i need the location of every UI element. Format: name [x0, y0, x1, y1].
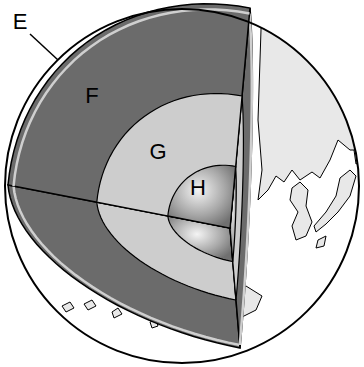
outer-core-layer: [97, 94, 242, 228]
korea-peninsula: [290, 182, 312, 240]
mantle-layer: [8, 4, 250, 228]
mantle-label: F: [85, 85, 98, 107]
crust-label: E: [13, 11, 28, 33]
globe-outline: [5, 9, 359, 363]
left-face: [8, 4, 250, 228]
asia-mainland: [258, 0, 364, 200]
inner-core-label: H: [190, 177, 206, 199]
inner-core-layer: [168, 165, 236, 228]
leader-line: [30, 34, 58, 60]
outer-core-label: G: [149, 141, 166, 163]
